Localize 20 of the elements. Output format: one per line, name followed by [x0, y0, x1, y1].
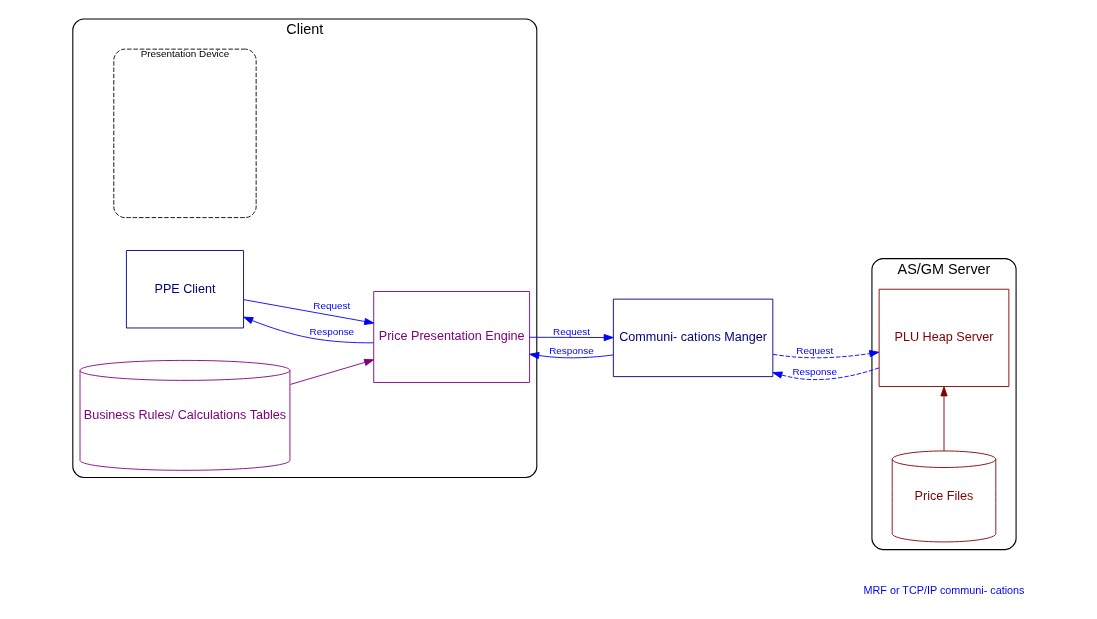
edge-label: Response — [309, 326, 355, 337]
label: MRF or TCP/IP communi- cations — [863, 583, 1025, 596]
arrow — [529, 333, 614, 342]
node-box: PPE Client — [125, 250, 244, 329]
arrow — [243, 316, 374, 344]
node-box: Presentation Device — [113, 48, 257, 219]
node-box: Price Presentation Engine — [373, 291, 531, 383]
arrow — [772, 350, 880, 359]
edge-label: Response — [792, 365, 838, 377]
node-box: PLU Heap Server — [878, 288, 1010, 387]
arrow — [772, 367, 880, 381]
arrow — [529, 351, 614, 360]
arrow — [940, 386, 948, 452]
arrow — [243, 299, 375, 326]
edge-label: Response — [549, 344, 594, 356]
node-box: Communi- cations Manger — [612, 298, 774, 378]
arrow — [289, 358, 374, 385]
edge-label: Request — [553, 326, 590, 337]
edge-label: Request — [313, 299, 351, 311]
edge-label: Request — [796, 344, 834, 356]
